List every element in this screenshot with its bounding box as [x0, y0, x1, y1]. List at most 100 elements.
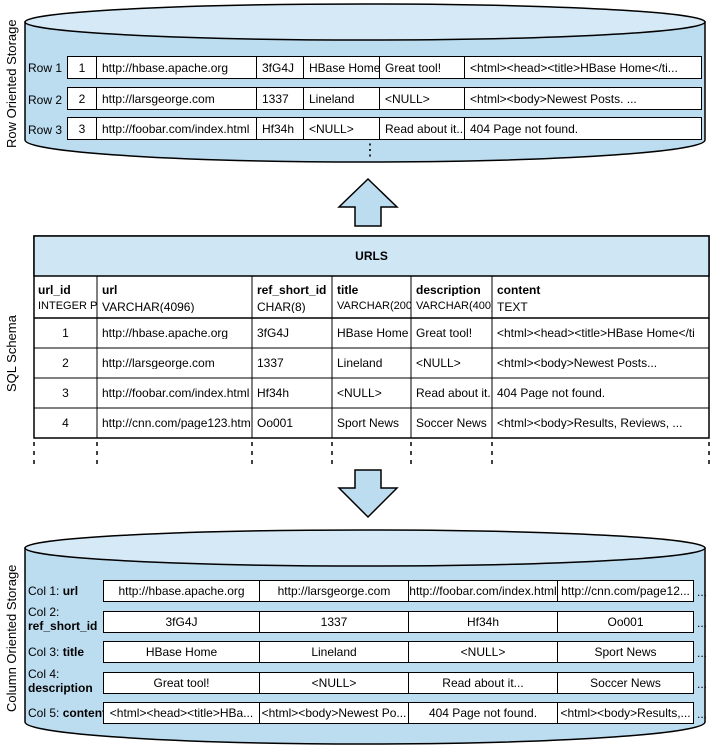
- column-storage-label: Column Oriented Storage: [4, 564, 19, 712]
- column-label-name: description: [28, 680, 93, 695]
- table-cell: <html><head><title>HBase Home</ti: [497, 327, 695, 339]
- column-header-name: ref_short_id: [257, 284, 327, 296]
- table-cell: 404 Page not found.: [497, 387, 606, 399]
- row-cell: 2: [67, 87, 97, 110]
- column-label-prefix: Col 2:: [28, 605, 60, 619]
- row-cell: Great tool!: [379, 56, 465, 79]
- row-cell: http://foobar.com/index.html: [96, 117, 257, 140]
- column-cell: http://cnn.com/page12...: [557, 580, 694, 602]
- column-header-type: VARCHAR(4096): [102, 301, 195, 313]
- sql-table-frame: [33, 235, 710, 466]
- table-cell: HBase Home: [337, 327, 409, 339]
- column-header-name: url_id: [38, 284, 71, 296]
- table-cell: 3: [62, 387, 69, 399]
- row-cell: <NULL>: [303, 117, 380, 140]
- column-label-prefix: Col 3:: [28, 645, 60, 659]
- more-values-ellipsis: ...: [697, 616, 708, 630]
- down-arrow-icon: [337, 469, 399, 519]
- column-cell: Read about it...: [408, 672, 558, 694]
- row-cell: 404 Page not found.: [464, 117, 702, 140]
- column-label-prefix: Col 5:: [28, 706, 60, 720]
- column-cell: <html><body>Results,...: [557, 702, 694, 724]
- column-cell: http://larsgeorge.com: [259, 580, 409, 602]
- row-storage-label: Row Oriented Storage: [4, 19, 19, 148]
- more-values-ellipsis: ...: [697, 677, 708, 691]
- column-cell: http://foobar.com/index.html: [408, 580, 558, 602]
- column-cell: 1337: [259, 611, 409, 633]
- column-header-name: url: [102, 284, 118, 296]
- table-cell: <NULL>: [337, 387, 382, 399]
- row-cell: http://hbase.apache.org: [96, 56, 257, 79]
- column-label: Col 3: title: [28, 645, 85, 660]
- column-cell: http://hbase.apache.org: [103, 580, 260, 602]
- column-label: Col 1: url: [28, 584, 78, 599]
- column-header-name: title: [337, 284, 359, 296]
- row-cell: HBase Home: [303, 56, 380, 79]
- more-values-ellipsis: ...: [697, 707, 708, 721]
- table-cell: 3fG4J: [257, 327, 290, 339]
- column-cell: 404 Page not found.: [408, 702, 558, 724]
- row-cell: 3fG4J: [256, 56, 304, 79]
- row-cell: <html><head><title>HBase Home</ti...: [464, 56, 702, 79]
- table-cell: Hf34h: [257, 387, 290, 399]
- more-values-ellipsis: ...: [697, 646, 708, 660]
- row-cell: Read about it...: [379, 117, 465, 140]
- column-cell: <html><body>Newest Po...: [259, 702, 409, 724]
- table-cell: <NULL>: [416, 357, 461, 369]
- table-cell: Sport News: [337, 417, 400, 429]
- column-header-type: VARCHAR(200): [337, 301, 411, 312]
- row-cell: http://larsgeorge.com: [96, 87, 257, 110]
- table-cell: http://cnn.com/page123.html: [102, 417, 252, 429]
- column-cell: Oo001: [557, 611, 694, 633]
- row-cell: Hf34h: [256, 117, 304, 140]
- table-cell: 1337: [257, 357, 284, 369]
- column-label-prefix: Col 1:: [28, 584, 60, 598]
- row-cell: <html><body>Newest Posts. ...: [464, 87, 702, 110]
- column-header-type: INTEGER PK: [38, 301, 97, 312]
- column-label: Col 2: ref_short_id: [28, 605, 97, 634]
- table-cell: 1: [62, 327, 69, 339]
- column-header-type: VARCHAR(400): [416, 301, 492, 312]
- column-label: Col 5: content: [28, 706, 107, 721]
- table-cell: Soccer News: [416, 417, 487, 429]
- row-label: Row 1: [28, 61, 63, 75]
- row-label: Row 2: [28, 93, 63, 107]
- row-cell: 1337: [256, 87, 304, 110]
- row-cell: <NULL>: [379, 87, 465, 110]
- column-cell: Soccer News: [557, 672, 694, 694]
- table-cell: http://hbase.apache.org: [102, 327, 229, 339]
- table-cell: Read about it...: [416, 387, 492, 399]
- row-cell: 3: [67, 117, 97, 140]
- table-cell: 2: [62, 357, 69, 369]
- table-cell: Great tool!: [416, 327, 473, 339]
- column-cell: Great tool!: [103, 672, 260, 694]
- table-cell: http://larsgeorge.com: [102, 357, 215, 369]
- table-cell: 4: [62, 417, 69, 429]
- column-cell: HBase Home: [103, 641, 260, 663]
- column-header-type: TEXT: [497, 301, 528, 313]
- column-cell: 3fG4J: [103, 611, 260, 633]
- table-cell: Lineland: [337, 357, 383, 369]
- table-cell: <html><body>Results, Reviews, ...: [497, 417, 683, 429]
- column-cell: <NULL>: [259, 672, 409, 694]
- column-cell: <NULL>: [408, 641, 558, 663]
- row-cell: 1: [67, 56, 97, 79]
- table-cell: Oo001: [257, 417, 294, 429]
- sql-schema-label: SQL Schema: [4, 315, 19, 392]
- column-label: Col 4: description: [28, 667, 93, 696]
- column-label-prefix: Col 4:: [28, 667, 60, 681]
- more-rows-ellipsis: ⋮: [362, 142, 378, 159]
- table-cell: http://foobar.com/index.html: [102, 387, 250, 399]
- column-header-type: CHAR(8): [257, 301, 306, 313]
- up-arrow-icon: [337, 177, 399, 227]
- column-cell: Sport News: [557, 641, 694, 663]
- column-cell: <html><head><title>HBa...: [103, 702, 260, 724]
- table-cell: <html><body>Newest Posts...: [497, 357, 658, 369]
- column-label-name: title: [62, 645, 85, 659]
- more-values-ellipsis: ...: [697, 585, 708, 599]
- column-label-name: content: [62, 706, 107, 720]
- column-cell: Hf34h: [408, 611, 558, 633]
- column-header-name: description: [416, 284, 481, 296]
- row-cell: Lineland: [303, 87, 380, 110]
